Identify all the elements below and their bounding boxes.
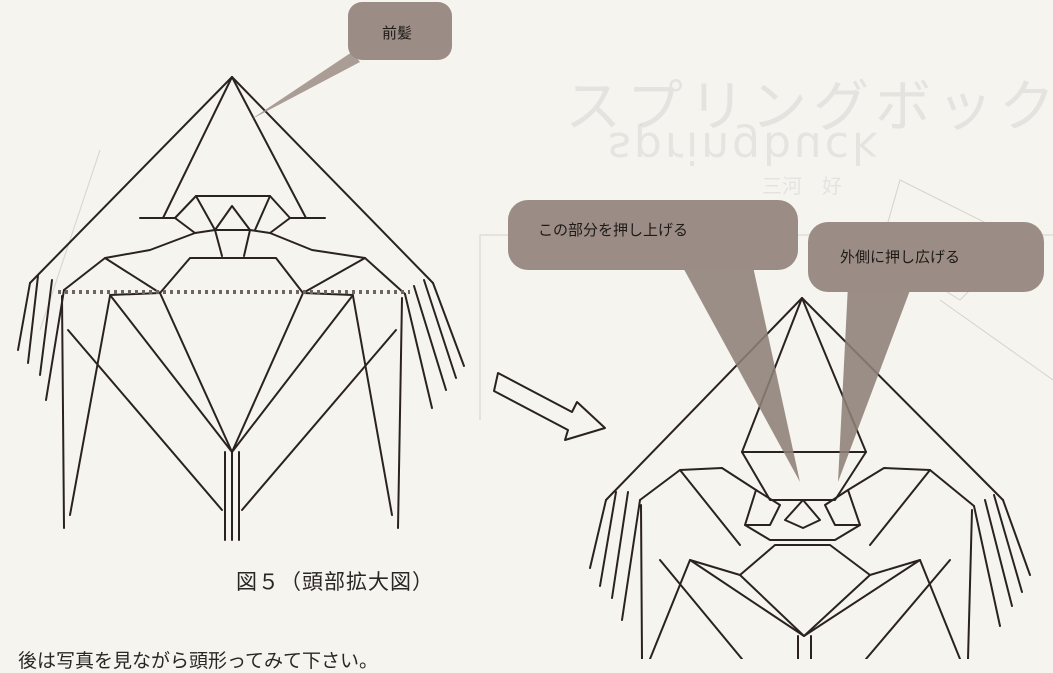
body-text-line: 後は写真を見ながら頭形ってみて下さい。 <box>18 650 379 672</box>
callout-pointer-push-up <box>680 262 800 482</box>
callout-label-spread-out: 外側に押し広げる <box>840 248 961 266</box>
head-diagram-right <box>589 297 1031 659</box>
callout-pointer-spread-out <box>838 285 912 482</box>
callout-bubble-spread-out <box>808 222 1044 292</box>
callout-label-front-hair: 前髪 <box>382 24 413 42</box>
callout-bubble-push-up <box>508 200 798 270</box>
callout-bubble-front-hair <box>348 2 452 60</box>
arrow-icon <box>493 372 606 441</box>
figure-caption: 図５（頭部拡大図） <box>236 570 434 594</box>
watermark-title-kana: スプリングボック <box>565 75 1053 140</box>
head-diagram-left <box>17 76 465 541</box>
origami-diagram <box>17 2 1053 659</box>
callout-label-push-up: この部分を押し上げる <box>538 221 689 239</box>
callout-pointer-front-hair <box>250 52 360 120</box>
watermark-author: 三河 好 <box>762 174 842 198</box>
